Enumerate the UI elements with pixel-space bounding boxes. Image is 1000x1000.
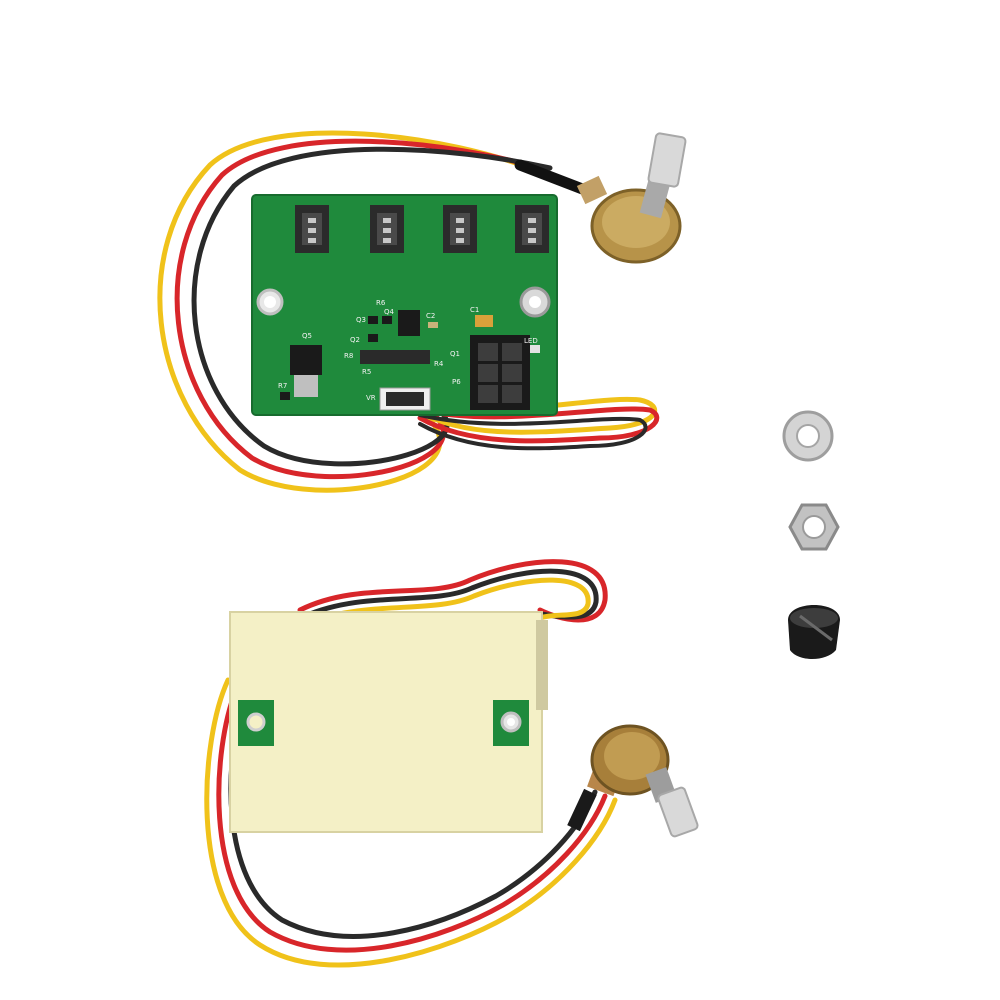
fan-header-1 — [295, 205, 329, 253]
label-r6: R6 — [376, 299, 386, 307]
taped-module-edge — [536, 620, 548, 710]
top-pot-bushing — [639, 177, 671, 219]
label-r7: R7 — [278, 382, 287, 390]
top-wire-tail-black — [418, 413, 648, 451]
top-wire-black — [191, 146, 553, 467]
top-potentiometer — [576, 132, 687, 264]
top-pot-shaft — [647, 132, 687, 188]
taped-module-hole-right-inner — [507, 718, 515, 726]
fan-header-2 — [370, 205, 404, 253]
pcb-mount-hole-left-inner — [264, 296, 276, 308]
hex-nut — [788, 503, 840, 551]
chip-c2 — [428, 322, 438, 328]
chip-c1 — [475, 315, 493, 327]
taped-module-hole-left — [246, 712, 266, 732]
label-p6: P6 — [452, 378, 461, 386]
chip-q5 — [290, 345, 322, 375]
label-r8: R8 — [344, 352, 353, 360]
chip-q4 — [382, 316, 392, 324]
label-c2: C2 — [426, 312, 435, 320]
label-q3: Q3 — [356, 316, 366, 324]
knob-cap — [788, 605, 840, 659]
chip-q3 — [368, 316, 378, 324]
bottom-wire-loop-red — [297, 559, 608, 623]
chip-r7 — [280, 392, 290, 400]
top-wire-sleeve — [514, 159, 591, 196]
bottom-wire-red — [216, 687, 608, 953]
bottom-pot-shaft — [657, 786, 699, 838]
pcb-mount-hole-right-inner — [529, 296, 541, 308]
top-wire-red — [174, 138, 548, 480]
chip-q2 — [368, 334, 378, 342]
power-connector-6pin — [470, 335, 530, 410]
top-pot-legs — [576, 175, 608, 205]
resistor-array — [360, 350, 430, 364]
label-q5: Q5 — [302, 332, 312, 340]
bottom-pot-face — [604, 732, 660, 780]
label-r4: R4 — [434, 360, 444, 368]
vr-plug-body — [386, 392, 424, 406]
label-r5: R5 — [362, 368, 371, 376]
label-q1: Q1 — [450, 350, 460, 358]
taped-module — [229, 611, 548, 833]
label-q2: Q2 — [350, 336, 360, 344]
label-c1: C1 — [470, 306, 479, 314]
taped-module-body — [229, 611, 543, 833]
fan-header-4 — [515, 205, 549, 253]
label-q4: Q4 — [384, 308, 395, 316]
top-wire-yellow — [157, 130, 543, 493]
label-led: LED — [524, 337, 538, 345]
fan-header-3 — [443, 205, 477, 253]
bottom-wire-loop-black — [302, 568, 599, 620]
washer — [782, 410, 834, 462]
bottom-potentiometer — [567, 724, 699, 838]
bottom-wire-yellow — [204, 677, 618, 968]
pcb-board: C1 R6 Q3 Q4 C2 Q2 Q5 R8 R5 R4 Q1 LED P6 … — [251, 194, 558, 416]
bottom-wire-loop-yellow — [307, 577, 591, 625]
label-vr: VR — [366, 394, 376, 402]
chip-ic — [398, 310, 420, 336]
bottom-pot-sleeve — [567, 788, 597, 832]
chip-led — [530, 345, 540, 353]
chip-q5-tab — [294, 375, 318, 397]
